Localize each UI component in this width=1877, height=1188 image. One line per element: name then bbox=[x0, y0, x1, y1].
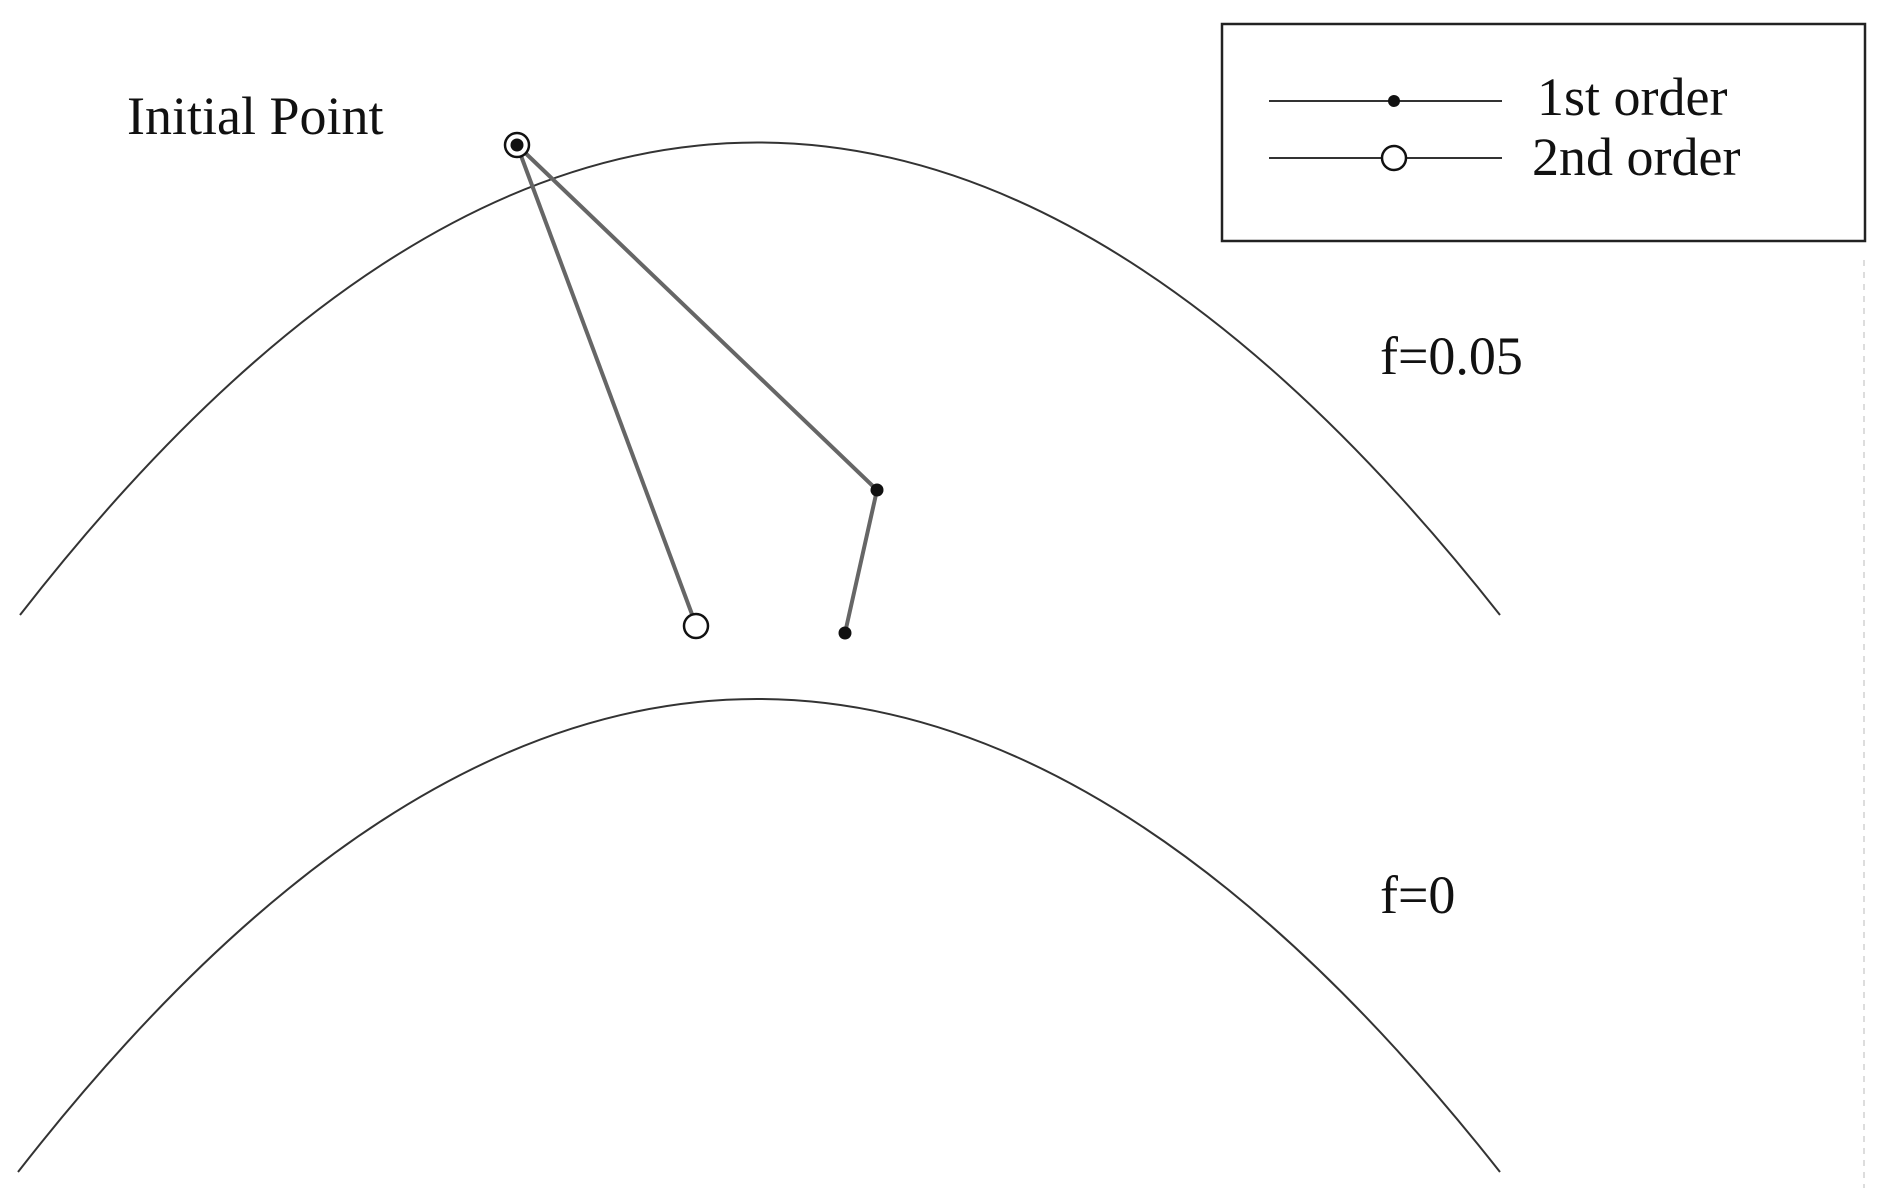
legend-second-order-marker bbox=[1380, 144, 1408, 172]
second-order-end-point bbox=[682, 612, 710, 640]
second-order-path bbox=[515, 144, 698, 626]
legend-box bbox=[1220, 22, 1867, 243]
initial-point-label: Initial Point bbox=[127, 86, 384, 146]
legend: 1st order 2nd order bbox=[1220, 22, 1867, 243]
first-order-intermediate-point bbox=[870, 483, 884, 497]
upper-curve bbox=[19, 141, 1501, 616]
lower-curve bbox=[17, 698, 1501, 1173]
lower-curve-label: f=0 bbox=[1380, 865, 1455, 925]
upper-curve-label: f=0.05 bbox=[1380, 326, 1523, 386]
legend-second-order-label: 2nd order bbox=[1532, 127, 1740, 187]
first-order-path bbox=[515, 143, 880, 634]
initial-point-dot-marker bbox=[510, 138, 524, 152]
legend-first-order-marker bbox=[1388, 95, 1400, 107]
first-order-end-point bbox=[838, 626, 852, 640]
legend-first-order-label: 1st order bbox=[1537, 67, 1727, 127]
